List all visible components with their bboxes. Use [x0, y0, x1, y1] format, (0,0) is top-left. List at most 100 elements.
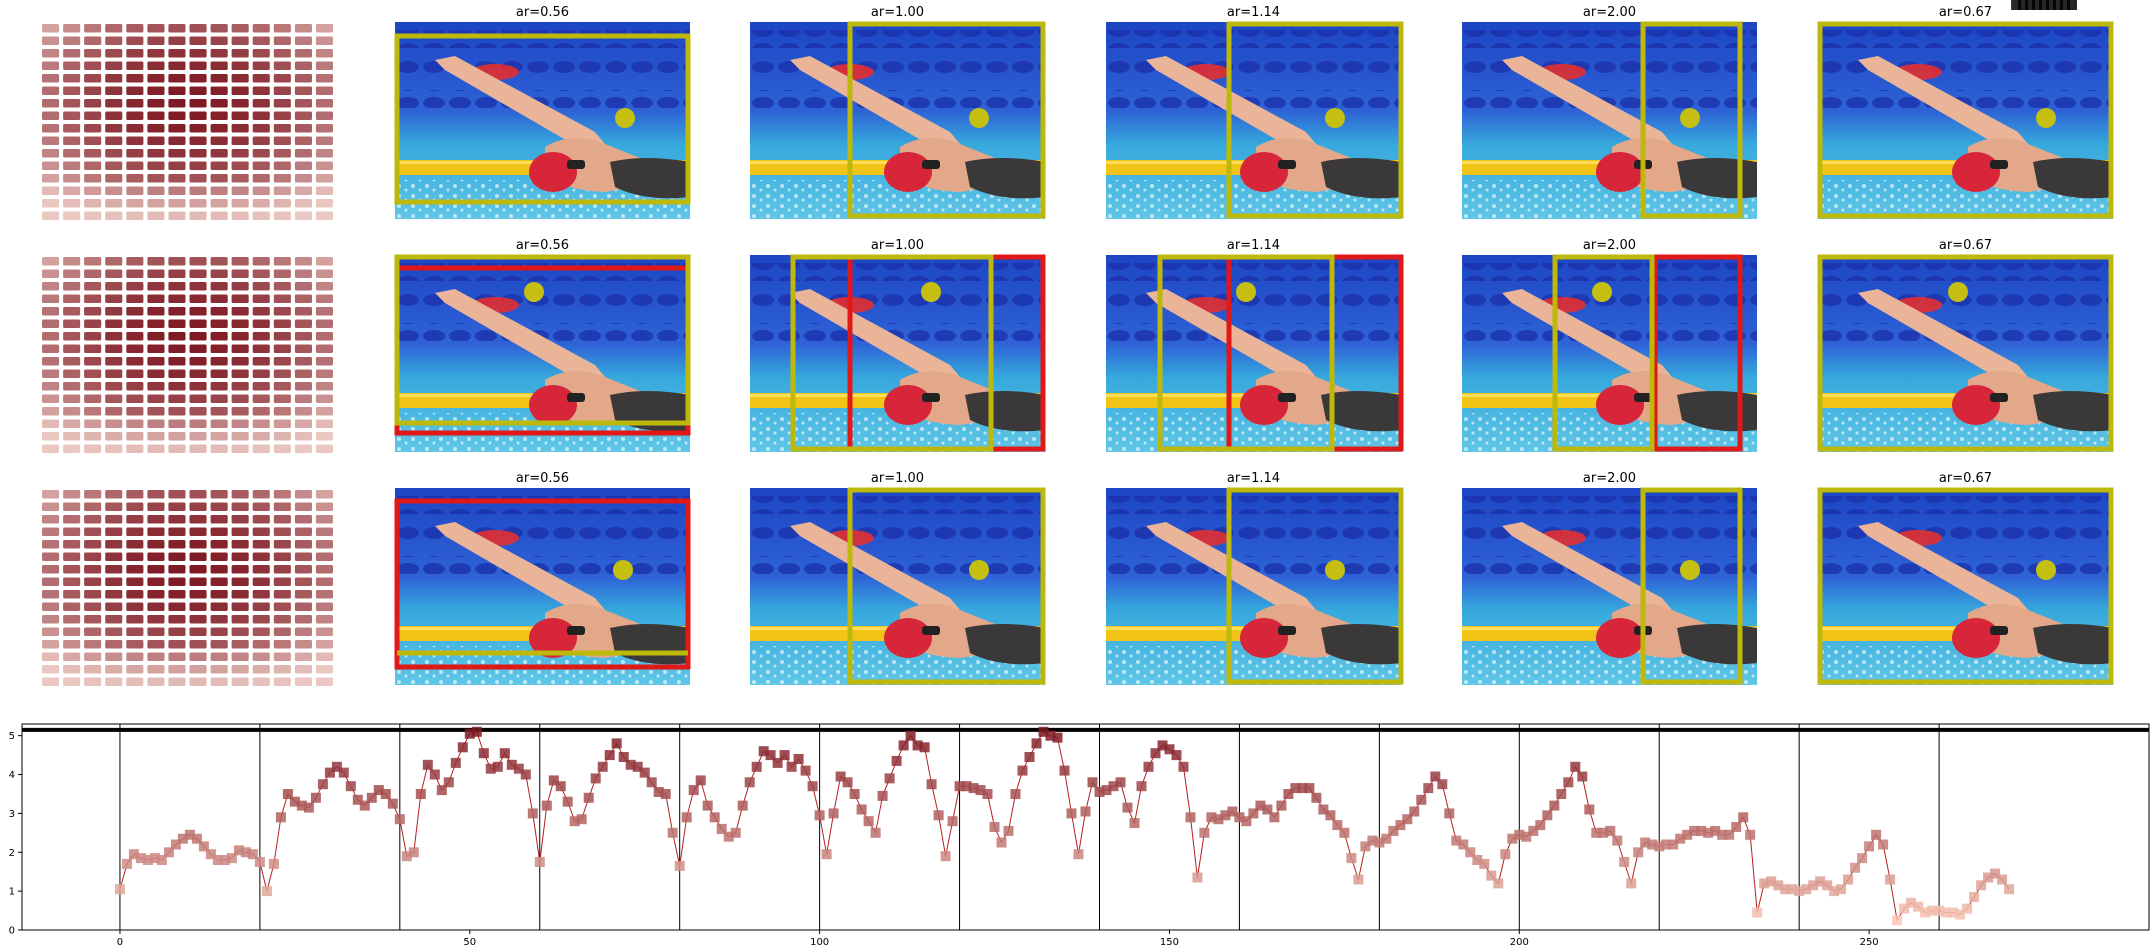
- heatmap-cell: [63, 665, 81, 674]
- heatmap-cell: [294, 136, 312, 145]
- heatmap-cell: [84, 136, 102, 145]
- heatmap-cell: [252, 565, 270, 574]
- heatmap-cell: [84, 502, 102, 511]
- heatmap-cell: [231, 565, 249, 574]
- data-point: [1206, 812, 1217, 823]
- heatmap-cell: [105, 307, 123, 316]
- data-point: [947, 816, 958, 827]
- heatmap-cell: [210, 319, 228, 328]
- heatmap-cell: [231, 665, 249, 674]
- heatmap-cell: [315, 677, 333, 686]
- heatmap-cell: [189, 136, 207, 145]
- heatmap-cell: [147, 61, 165, 70]
- panel-title: ar=1.14: [1227, 5, 1280, 20]
- data-point: [1878, 839, 1889, 850]
- heatmap-cell: [63, 502, 81, 511]
- heatmap-cell: [273, 432, 291, 441]
- data-point: [226, 853, 237, 864]
- data-point: [1276, 800, 1287, 811]
- data-point: [751, 761, 762, 772]
- data-point: [898, 740, 909, 751]
- heatmap-cell: [84, 540, 102, 549]
- heatmap-cell: [84, 527, 102, 536]
- heatmap-cell: [126, 590, 144, 599]
- yellow-box: [1817, 21, 2114, 219]
- heatmap-cell: [84, 577, 102, 586]
- data-point: [1780, 884, 1791, 895]
- heatmap-cell: [252, 174, 270, 183]
- heatmap-panel: [42, 257, 333, 453]
- heatmap-cell: [105, 552, 123, 561]
- heatmap-cell: [189, 269, 207, 278]
- heatmap-cell: [252, 369, 270, 378]
- heatmap-cell: [315, 86, 333, 95]
- panel-title: ar=1.00: [871, 5, 924, 20]
- heatmap-cell: [315, 269, 333, 278]
- heatmap-cell: [294, 552, 312, 561]
- heatmap-cell: [231, 111, 249, 120]
- heatmap-cell: [84, 565, 102, 574]
- heatmap-cell: [189, 615, 207, 624]
- data-point: [632, 761, 643, 772]
- data-point: [1339, 827, 1350, 838]
- heatmap-cell: [189, 257, 207, 266]
- heatmap-cell: [231, 186, 249, 195]
- heatmap-cell: [147, 294, 165, 303]
- data-point: [1479, 858, 1490, 869]
- marker-dot: [1948, 282, 1968, 302]
- heatmap-cell: [273, 24, 291, 33]
- heatmap-cell: [105, 174, 123, 183]
- heatmap-cell: [315, 432, 333, 441]
- heatmap-cell: [315, 111, 333, 120]
- heatmap-cell: [105, 357, 123, 366]
- heatmap-cell: [189, 382, 207, 391]
- data-point: [1416, 794, 1427, 805]
- heatmap-cell: [105, 432, 123, 441]
- heatmap-cell: [210, 269, 228, 278]
- heatmap-cell: [231, 602, 249, 611]
- data-point: [688, 785, 699, 796]
- heatmap-cell: [315, 344, 333, 353]
- heatmap-cell: [84, 49, 102, 58]
- heatmap-cell: [126, 652, 144, 661]
- heatmap-cell: [294, 515, 312, 524]
- heatmap-cell: [42, 99, 60, 108]
- heatmap-cell: [273, 527, 291, 536]
- data-point: [863, 816, 874, 827]
- data-point: [1374, 837, 1385, 848]
- data-point: [1864, 841, 1875, 852]
- heatmap-cell: [126, 665, 144, 674]
- data-point: [765, 750, 776, 761]
- heatmap-cell: [126, 211, 144, 220]
- data-point: [1269, 812, 1280, 823]
- heatmap-cell: [210, 149, 228, 158]
- heatmap-cell: [210, 257, 228, 266]
- data-point: [1514, 829, 1525, 840]
- data-point: [282, 789, 293, 799]
- heatmap-cell: [273, 590, 291, 599]
- heatmap-cell: [42, 357, 60, 366]
- heatmap-cell: [189, 307, 207, 316]
- heatmap-cell: [315, 99, 333, 108]
- yellow-box: [1157, 254, 1335, 452]
- marker-dot: [613, 560, 633, 580]
- data-point: [387, 798, 398, 809]
- heatmap-cell: [315, 332, 333, 341]
- heatmap-cell: [210, 111, 228, 120]
- marker-dot: [1592, 282, 1612, 302]
- heatmap-cell: [168, 502, 186, 511]
- heatmap-cell: [147, 99, 165, 108]
- heatmap-cell: [210, 652, 228, 661]
- heatmap-cell: [42, 394, 60, 403]
- heatmap-cell: [42, 344, 60, 353]
- heatmap-cell: [147, 407, 165, 416]
- heatmap-cell: [147, 307, 165, 316]
- heatmap-cell: [126, 394, 144, 403]
- data-point: [520, 769, 531, 780]
- heatmap-cell: [273, 86, 291, 95]
- data-point: [1584, 804, 1595, 815]
- heatmap-cell: [252, 49, 270, 58]
- data-point: [1241, 816, 1252, 827]
- heatmap-cell: [147, 332, 165, 341]
- heatmap-cell: [126, 602, 144, 611]
